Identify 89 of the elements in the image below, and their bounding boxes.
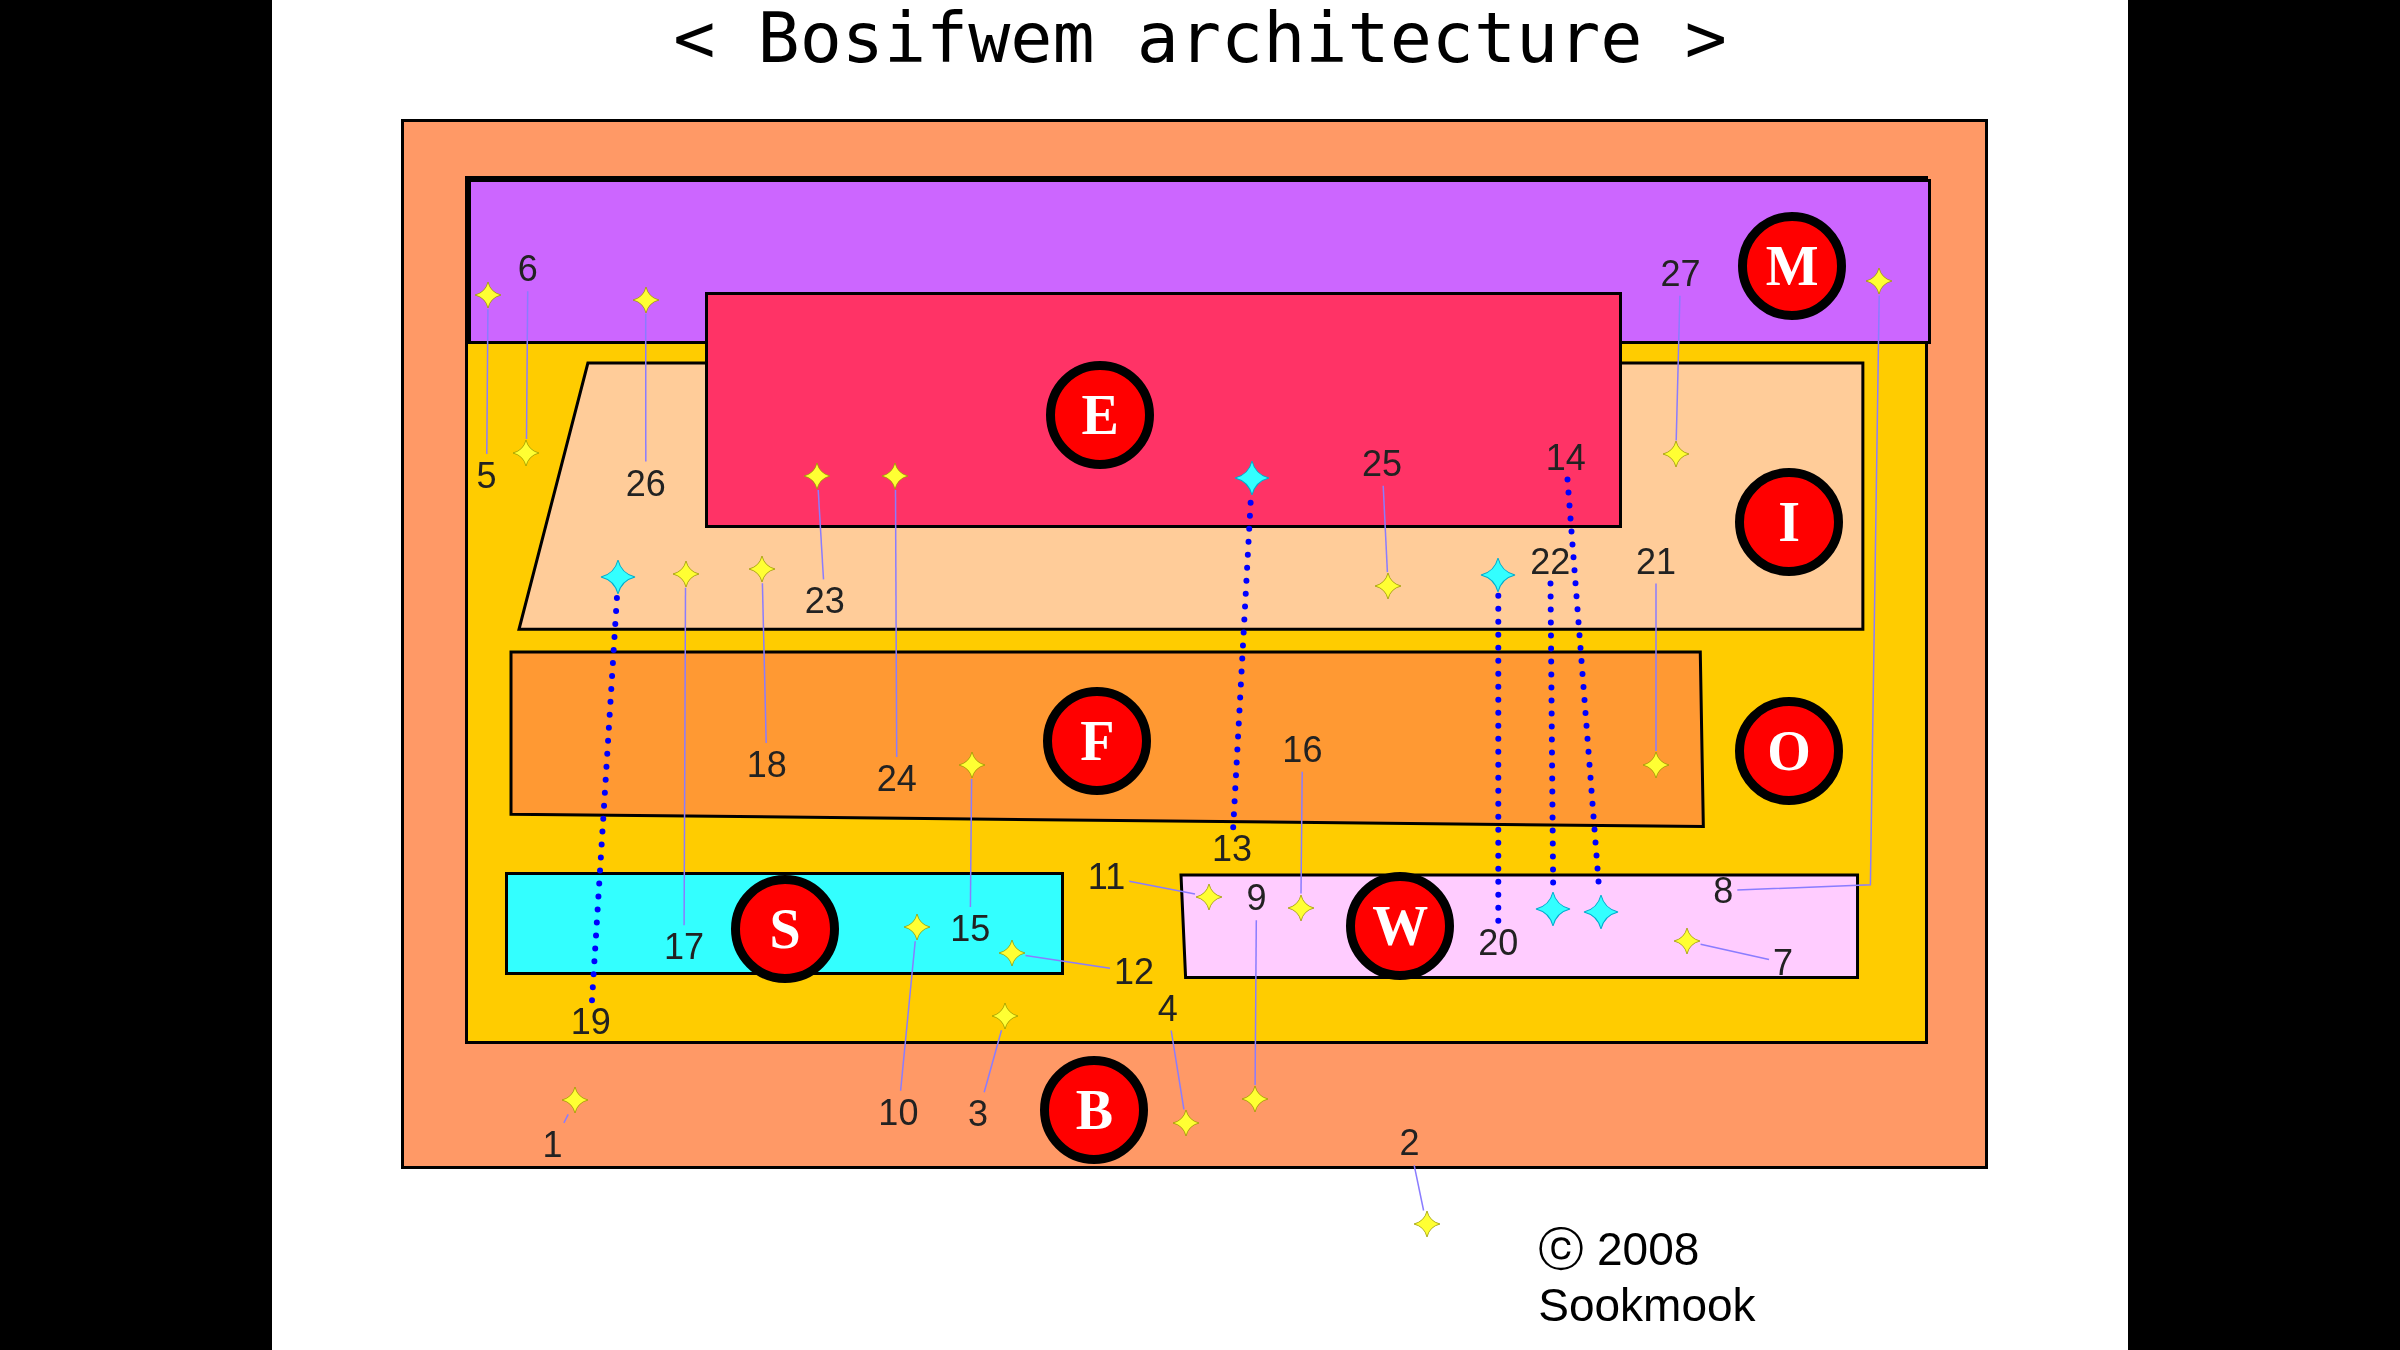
callout-number: 19 bbox=[570, 1004, 611, 1041]
star-marker bbox=[958, 752, 985, 779]
star-marker bbox=[1196, 883, 1223, 910]
leader-line bbox=[983, 1029, 1003, 1093]
star-marker bbox=[903, 914, 930, 941]
leader-line bbox=[1300, 771, 1303, 895]
callout-number: 8 bbox=[1713, 872, 1734, 909]
leader-line bbox=[525, 290, 529, 440]
callout-number: 23 bbox=[804, 583, 845, 620]
leader-line bbox=[1128, 880, 1196, 895]
star-marker bbox=[1866, 268, 1893, 295]
leader-line bbox=[1413, 1164, 1425, 1212]
star-marker bbox=[632, 286, 659, 313]
callout-number: 1 bbox=[542, 1126, 563, 1163]
star-marker bbox=[1235, 460, 1269, 495]
callout-number: 21 bbox=[1635, 543, 1676, 580]
callout-number: 16 bbox=[1282, 731, 1323, 768]
callout-number: 14 bbox=[1545, 439, 1586, 476]
author-text: Sookmook bbox=[1538, 1279, 1756, 1331]
leader-line bbox=[969, 778, 973, 908]
star-marker bbox=[1583, 895, 1618, 930]
letter-circle: M bbox=[1738, 212, 1847, 321]
callout-number: 5 bbox=[476, 457, 497, 494]
callout-number: 9 bbox=[1246, 880, 1267, 917]
leader-line bbox=[1655, 582, 1657, 752]
star-marker bbox=[882, 463, 909, 489]
star-marker bbox=[1662, 441, 1689, 468]
callout-number: 15 bbox=[950, 910, 991, 947]
leader-line bbox=[817, 489, 825, 581]
star-marker bbox=[804, 463, 831, 489]
letter-circle: S bbox=[731, 874, 839, 983]
leader-line bbox=[563, 1113, 569, 1124]
callout-number: 26 bbox=[625, 465, 666, 502]
star-marker bbox=[1642, 752, 1669, 779]
star-marker bbox=[513, 439, 540, 466]
leader-line bbox=[1024, 954, 1111, 969]
leader-line bbox=[899, 940, 916, 1092]
star-marker bbox=[475, 282, 502, 309]
callout-number: 22 bbox=[1530, 543, 1571, 580]
star-marker bbox=[992, 1003, 1019, 1030]
callout-number: 7 bbox=[1773, 944, 1793, 981]
star-marker bbox=[1242, 1085, 1268, 1112]
callout-number: 17 bbox=[663, 929, 704, 966]
leader-line bbox=[761, 582, 767, 744]
diagram-title: < Bosifwem architecture > bbox=[672, 0, 1728, 77]
zone-panel bbox=[705, 292, 1623, 528]
star-marker bbox=[1536, 892, 1571, 927]
star-marker bbox=[601, 559, 636, 594]
leader-line bbox=[644, 313, 647, 463]
leader-line bbox=[1254, 919, 1258, 1086]
callout-number: 4 bbox=[1157, 990, 1178, 1027]
star-marker bbox=[562, 1087, 589, 1114]
callout-number: 20 bbox=[1478, 924, 1519, 961]
leader-line bbox=[683, 587, 687, 926]
callout-number: 24 bbox=[876, 760, 917, 797]
zone-panel bbox=[511, 651, 1704, 828]
frame-panel bbox=[401, 119, 1989, 1170]
star-marker bbox=[1673, 928, 1700, 955]
zone-panel bbox=[465, 175, 1929, 1044]
star-marker bbox=[749, 556, 776, 583]
star-marker bbox=[1287, 894, 1314, 921]
zone-panel bbox=[1181, 875, 1858, 978]
leader-line bbox=[1736, 294, 1880, 891]
star-marker bbox=[1481, 558, 1516, 593]
callout-number: 27 bbox=[1660, 255, 1701, 292]
copyright-text: ⓒ 2008 bbox=[1538, 1224, 1700, 1276]
callout-number: 12 bbox=[1114, 953, 1155, 990]
letter-circle: B bbox=[1040, 1055, 1149, 1164]
star-marker bbox=[1413, 1211, 1440, 1238]
leader-line bbox=[486, 308, 489, 455]
callout-number: 10 bbox=[878, 1094, 919, 1131]
callout-number: 13 bbox=[1212, 831, 1252, 868]
letter-circle: O bbox=[1735, 697, 1844, 806]
star-marker bbox=[1375, 573, 1402, 600]
letter-circle: E bbox=[1046, 360, 1155, 469]
star-marker bbox=[998, 940, 1025, 967]
leader-line bbox=[1382, 485, 1389, 573]
leader-line bbox=[1675, 295, 1681, 442]
star-marker bbox=[1173, 1110, 1200, 1137]
star-marker bbox=[672, 560, 699, 587]
leader-line bbox=[894, 489, 898, 758]
dotted-leader-line bbox=[1495, 590, 1502, 924]
callout-number: 18 bbox=[746, 747, 787, 784]
callout-number: 3 bbox=[967, 1096, 988, 1133]
callout-number: 2 bbox=[1399, 1125, 1420, 1162]
callout-number: 25 bbox=[1362, 445, 1403, 482]
callout-number: 11 bbox=[1087, 858, 1126, 895]
leader-line bbox=[1699, 943, 1770, 961]
callout-number: 6 bbox=[517, 251, 538, 288]
